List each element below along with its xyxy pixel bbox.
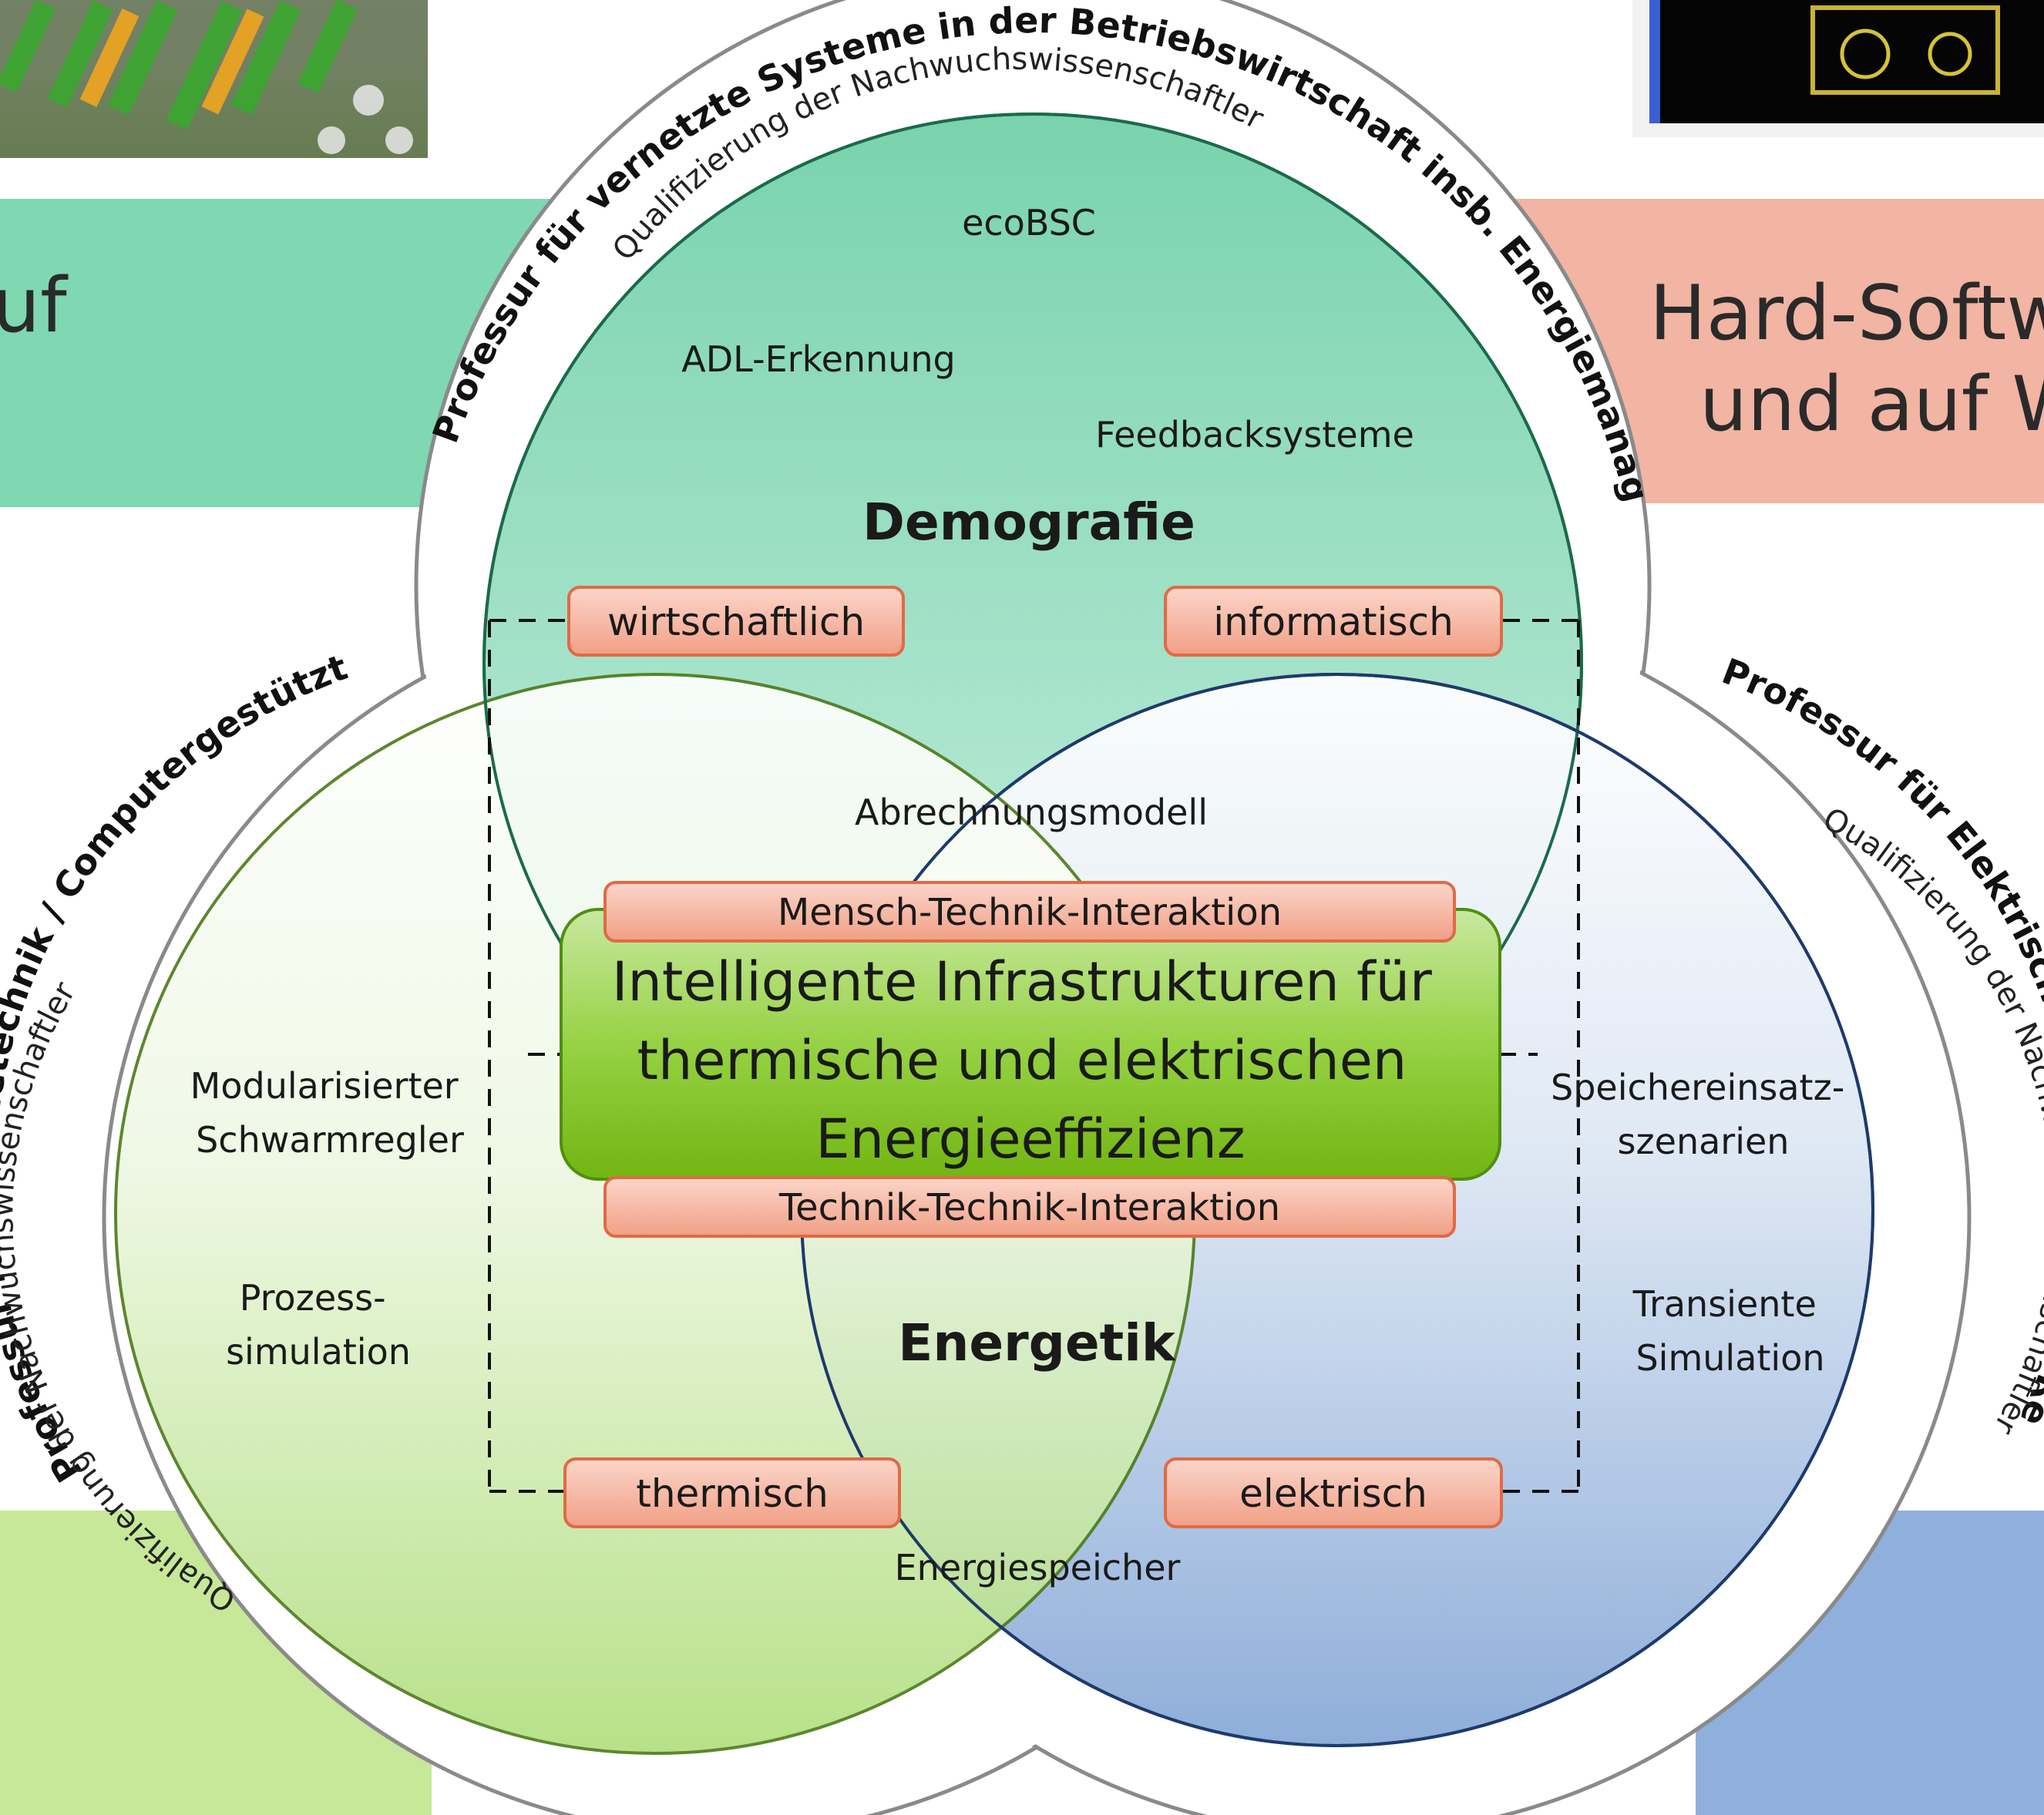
overlap-abrechnungsmodell: Abrechnungsmodell: [855, 792, 1208, 833]
svg-text:Technik-Technik-Interaktion: Technik-Technik-Interaktion: [778, 1186, 1280, 1229]
photo-top-left: [0, 0, 428, 158]
item-ecobsc: ecoBSC: [962, 202, 1096, 244]
tag-mensch-technik: Mensch-Technik-Interaktion: [603, 881, 1456, 943]
svg-text:Mensch-Technik-Interaktion: Mensch-Technik-Interaktion: [778, 891, 1282, 934]
nav-up-icon: [353, 85, 384, 116]
svg-text:informatisch: informatisch: [1213, 600, 1454, 644]
photo-top-right: [1632, 0, 2044, 137]
svg-text:thermisch: thermisch: [636, 1471, 829, 1516]
panel-top-left-text: uf: [0, 262, 69, 350]
overlap-energiespeicher: Energiespeicher: [895, 1547, 1181, 1588]
center-box: Intelligente Infrastrukturen für thermis…: [560, 908, 1501, 1181]
tag-wirtschaftlich: wirtschaftlich: [567, 586, 905, 657]
tag-thermisch: thermisch: [563, 1457, 901, 1528]
dashed-frame: [488, 619, 1580, 1493]
item-prozesssimulation: Prozess- simulation: [226, 1277, 411, 1373]
item-adl-erkennung: ADL-Erkennung: [681, 338, 955, 380]
nav-left-icon: [318, 126, 345, 154]
tag-technik-technik: Technik-Technik-Interaktion: [603, 1176, 1456, 1238]
tag-informatisch: informatisch: [1164, 586, 1503, 657]
item-feedbacksysteme: Feedbacksysteme: [1095, 414, 1414, 455]
title-demografie: Demografie: [862, 492, 1195, 552]
item-schwarmregler: Modularisierter Schwarmregler: [190, 1065, 470, 1161]
center-text: Intelligente Infrastrukturen für thermis…: [612, 950, 1449, 1171]
item-speichereinsatz: Speichereinsatz- szenarien: [1551, 1067, 1856, 1162]
svg-text:elektrisch: elektrisch: [1239, 1471, 1427, 1516]
nav-right-icon: [385, 126, 413, 154]
svg-text:wirtschaftlich: wirtschaftlich: [607, 600, 865, 644]
tag-elektrisch: elektrisch: [1164, 1457, 1503, 1528]
panel-top-right-text: Hard-Softw und auf W: [1649, 270, 2044, 449]
title-energetik: Energetik: [898, 1313, 1177, 1373]
item-transiente-simulation: Transiente Simulation: [1632, 1283, 1828, 1379]
